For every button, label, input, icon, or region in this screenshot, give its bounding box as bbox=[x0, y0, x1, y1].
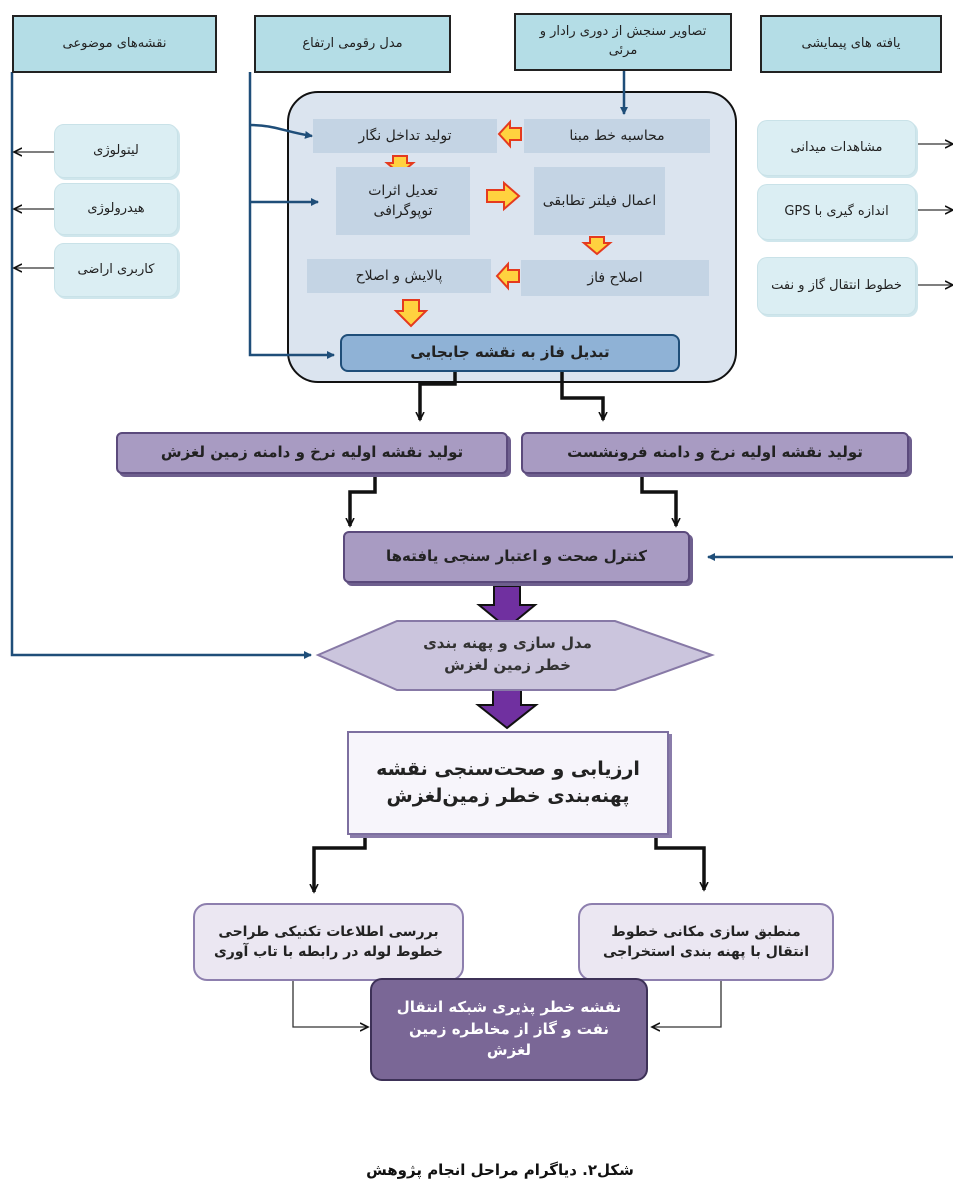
input-tag-dem: مدل رقومی ارتفاع bbox=[254, 15, 451, 73]
purple-arrow-2 bbox=[475, 689, 539, 730]
input-tag-radar-images: تصاویر سنجش از دوری رادار و مرئی bbox=[514, 13, 732, 71]
black-flow-lines bbox=[314, 372, 704, 892]
step-interferogram: تولید تداخل نگار bbox=[313, 119, 497, 153]
internal-flow-arrows bbox=[384, 119, 613, 328]
technical-review-box: بررسی اطلاعات تکنیکی طراحی خطوط لوله در … bbox=[193, 903, 464, 981]
subsidence-initial-map: تولید نقشه اولیه نرخ و دامنه فرونشست bbox=[521, 432, 909, 474]
hazard-modeling-label: مدل سازی و پهنه بندی خطر زمین لغزش bbox=[423, 634, 592, 674]
blue-input-lines bbox=[10, 70, 953, 659]
thematic-item-land-use: کاربری اراضی bbox=[54, 243, 178, 297]
final-connectors bbox=[292, 978, 722, 1027]
thematic-arrows bbox=[14, 152, 54, 268]
landslide-initial-map: تولید نقشه اولیه نرخ و دامنه زمین لغزش bbox=[116, 432, 508, 474]
input-tag-survey-findings: یافته های پیمایشی bbox=[760, 15, 942, 73]
hazard-modeling-hexagon bbox=[315, 620, 715, 691]
survey-arrows bbox=[916, 144, 953, 285]
step-phase-correction: اصلاح فاز bbox=[521, 260, 709, 296]
validation-box: کنترل صحت و اعتبار سنجی یافته‌ها bbox=[343, 531, 690, 583]
survey-item-gps-measurement: اندازه گیری با GPS bbox=[757, 184, 916, 240]
thematic-item-hydrology: هیدرولوژی bbox=[54, 183, 178, 235]
spatial-matching-box: منطبق سازی مکانی خطوط انتقال با پهنه بند… bbox=[578, 903, 834, 981]
survey-item-pipelines: خطوط انتقال گاز و نفت bbox=[757, 257, 916, 315]
step-phase-to-displacement: تبدیل فاز به نقشه جابجایی bbox=[340, 334, 680, 372]
step-refinement: پالایش و اصلاح bbox=[307, 259, 491, 293]
purple-arrow-1 bbox=[476, 585, 538, 630]
figure-caption: شکل۲. دیاگرام مراحل انجام پژوهش bbox=[366, 1161, 634, 1179]
input-tag-thematic-maps: نقشه‌های موضوعی bbox=[12, 15, 217, 73]
step-baseline: محاسبه خط مبنا bbox=[524, 119, 710, 153]
step-adaptive-filter: اعمال فیلتر تطابقی bbox=[534, 167, 665, 235]
step-topo-correction: تعدیل اثرات توپوگرافی bbox=[336, 167, 470, 235]
vulnerability-map-box: نقشه خطر پذیری شبکه انتقال نفت و گاز از … bbox=[370, 978, 648, 1081]
assessment-box: ارزیابی و صحت‌سنجی نقشه پهنه‌بندی خطر زم… bbox=[347, 731, 669, 835]
survey-item-field-observation: مشاهدات میدانی bbox=[757, 120, 916, 176]
thematic-item-lithology: لیتولوژی bbox=[54, 124, 178, 178]
